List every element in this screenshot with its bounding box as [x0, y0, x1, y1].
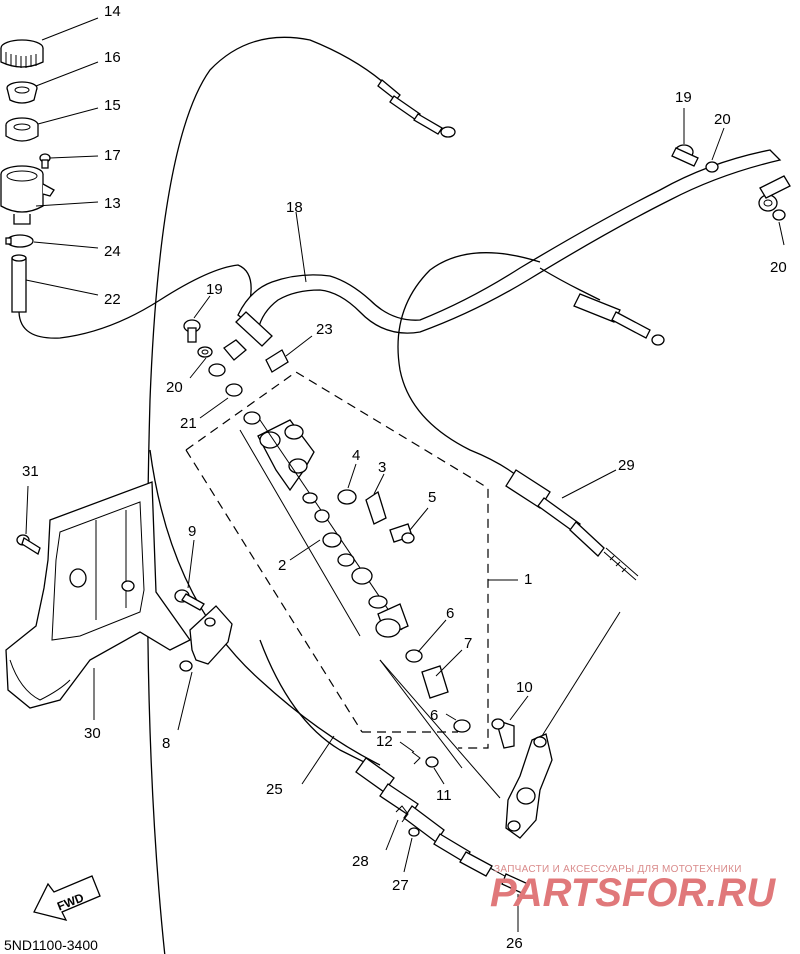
callout-10: 10: [516, 679, 533, 696]
diaphragm-plate: [5, 117, 39, 142]
callout-26: 26: [506, 935, 523, 952]
brake-arm: [505, 611, 621, 839]
callout-14: 14: [104, 3, 121, 20]
watermark-tagline: ЗАПЧАСТИ И АКСЕССУАРЫ ДЛЯ МОТОТЕХНИКИ: [494, 864, 742, 875]
screw: [39, 153, 51, 169]
callout-20-right-bottom: 20: [770, 259, 787, 276]
reservoir-hose: [11, 254, 27, 313]
callout-18: 18: [286, 199, 303, 216]
callout-24: 24: [104, 243, 121, 260]
callout-5: 5: [428, 489, 436, 506]
callout-16: 16: [104, 49, 121, 66]
upper-cable-end: [377, 79, 456, 138]
reservoir-cap: [0, 39, 44, 68]
rear-cable: [149, 449, 381, 766]
banjo-fitting-right: [671, 108, 791, 246]
callout-13: 13: [104, 195, 121, 212]
lower-cable-end: [355, 757, 529, 932]
hose-clip: [5, 234, 34, 248]
middle-cable: [397, 252, 541, 479]
callout-2: 2: [278, 557, 286, 574]
callout-22: 22: [104, 291, 121, 308]
diaphragm: [6, 81, 38, 104]
callout-20-left: 20: [166, 379, 183, 396]
callout-20-right-top: 20: [714, 111, 731, 128]
callout-28: 28: [352, 853, 369, 870]
callout-7: 7: [464, 635, 472, 652]
callout-17: 17: [104, 147, 121, 164]
reservoir-assembly: [0, 17, 99, 313]
reservoir-body: [0, 165, 55, 225]
watermark-brand: PARTSFOR.RU: [490, 871, 776, 915]
callout-31: 31: [22, 463, 39, 480]
callout-30: 30: [84, 725, 101, 742]
callout-6-lower: 6: [430, 707, 438, 724]
callout-11: 11: [436, 787, 452, 804]
callout-15: 15: [104, 97, 121, 114]
fwd-arrow-icon: FWD: [33, 875, 101, 921]
cable-end-29: [505, 469, 639, 581]
brake-hose: [235, 149, 782, 347]
callout-21: 21: [180, 415, 197, 432]
callout-27: 27: [392, 877, 409, 894]
callout-labels: 14 16 15 17 13 24 22 18 19 20 20 19 23 2…: [22, 3, 787, 952]
master-cylinder-assembly: [185, 371, 529, 799]
lower-cable-25: [259, 639, 377, 769]
bracket: [174, 539, 233, 731]
callout-19-left: 19: [206, 281, 223, 298]
callout-23: 23: [316, 321, 333, 338]
callout-25: 25: [266, 781, 283, 798]
heel-guard-cover: [5, 481, 191, 720]
diagram-code: 5ND1100-3400: [4, 937, 98, 953]
callout-19-right: 19: [675, 89, 692, 106]
callout-29: 29: [618, 457, 635, 474]
reservoir-hose-line: [18, 264, 252, 339]
banjo-bolt-left: [183, 295, 313, 425]
callout-3: 3: [378, 459, 386, 476]
callout-1: 1: [524, 571, 532, 588]
callout-4: 4: [352, 447, 360, 464]
watermark: ЗАПЧАСТИ И АКСЕССУАРЫ ДЛЯ МОТОТЕХНИКИ PA…: [490, 864, 776, 915]
callout-6-upper: 6: [446, 605, 454, 622]
upper-cable: [146, 36, 393, 954]
callout-8: 8: [162, 735, 170, 752]
callout-9: 9: [188, 523, 196, 540]
callout-12: 12: [376, 733, 393, 750]
cable-end-upper-right: [573, 293, 665, 346]
right-cable: [539, 267, 601, 301]
